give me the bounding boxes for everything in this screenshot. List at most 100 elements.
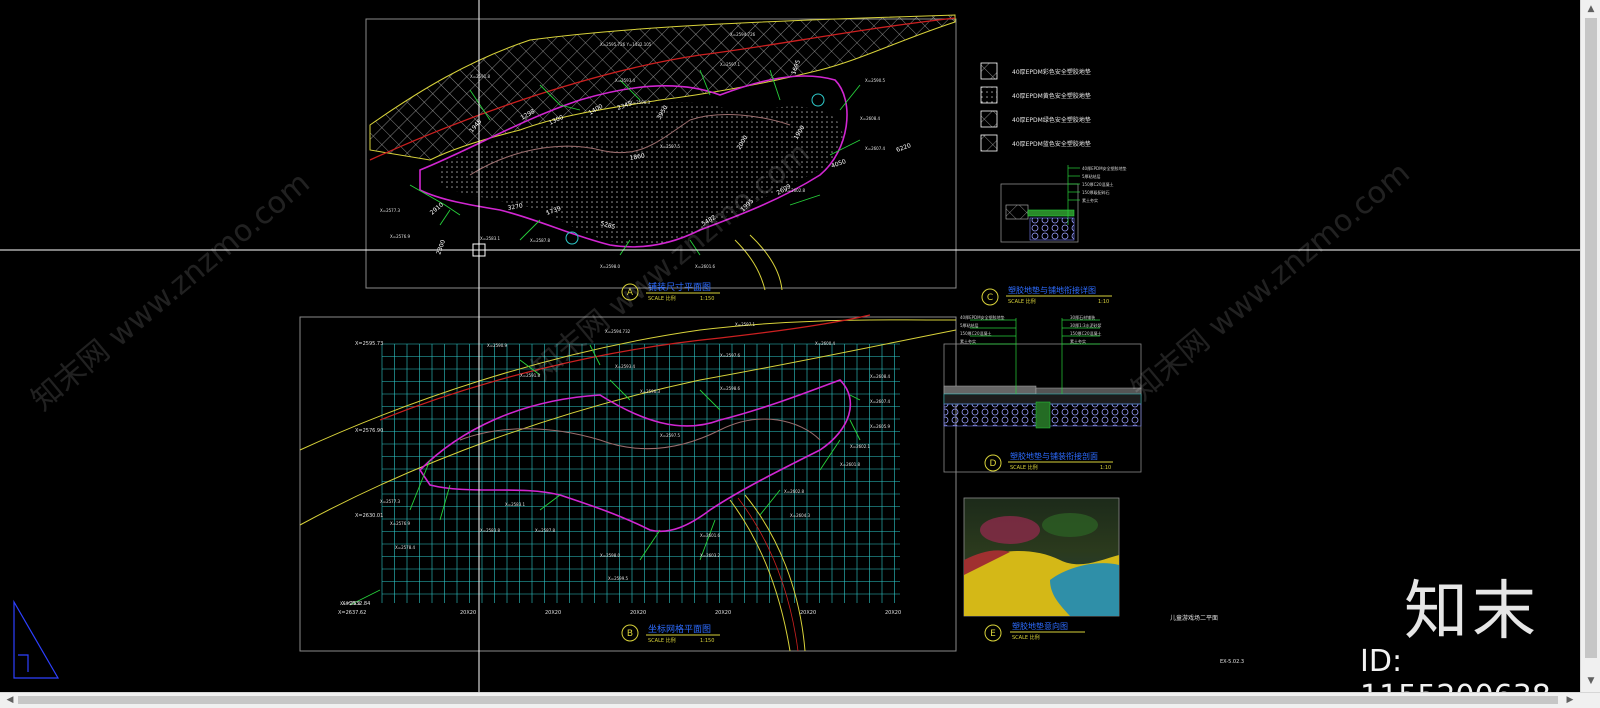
detail-d-badge: D <box>990 459 997 469</box>
svg-text:X=2593.4: X=2593.4 <box>615 364 636 369</box>
svg-text:X=2605.9: X=2605.9 <box>870 424 891 429</box>
svg-text:X=2598.6: X=2598.6 <box>720 386 741 391</box>
svg-text:30厚1:3水泥砂浆: 30厚1:3水泥砂浆 <box>1070 322 1102 328</box>
plan-a-tiny-labels: X=2595.726 Y=1432.105 X=2594.726 X=2591.… <box>380 32 886 269</box>
svg-text:X=2587.8: X=2587.8 <box>535 528 556 533</box>
detail-c-title: 塑胶地垫与铺地衔接详图 <box>1008 285 1096 295</box>
plan-b-badge: B <box>627 629 633 639</box>
svg-text:X=2607.4: X=2607.4 <box>870 399 891 404</box>
svg-text:X=2583.1: X=2583.1 <box>480 236 501 241</box>
svg-text:X=2576.9: X=2576.9 <box>390 234 411 239</box>
plan-a-pad-outline <box>419 75 848 248</box>
plan-a-title-block: A 铺装尺寸平面图 SCALE 比例 1:150 <box>621 281 720 302</box>
image-id: ID: 1155200638 <box>1360 644 1551 692</box>
svg-text:X=2578.4: X=2578.4 <box>395 545 416 550</box>
svg-text:X=2596.3: X=2596.3 <box>630 100 651 105</box>
grid-coordinate-label: X=2630.01 <box>355 513 383 519</box>
plan-a-scale-label: SCALE 比例 <box>648 295 676 302</box>
horizontal-scroll-thumb[interactable] <box>18 696 1558 704</box>
svg-text:X=2591.8: X=2591.8 <box>470 74 491 79</box>
plan-a-walkway <box>734 234 783 291</box>
plan-a-edge-red <box>369 17 956 161</box>
svg-text:X=2601.6: X=2601.6 <box>695 264 716 269</box>
detail-c-scale-label: SCALE 比例 <box>1008 298 1036 305</box>
svg-text:X=2602.8: X=2602.8 <box>784 489 805 494</box>
plan-b-edge-yellow <box>299 319 957 451</box>
svg-text:X=2602.1: X=2602.1 <box>850 444 871 449</box>
grid-axis-label: 20X20 <box>715 610 731 616</box>
svg-text:素土夯实: 素土夯实 <box>1070 338 1086 344</box>
plan-b[interactable]: X=2594.732 X=2597.1 X=2590.9 X=2597.6 X=… <box>299 314 957 652</box>
legend-item: 40厚EPDM黄色安全塑胶地垫 <box>1012 92 1091 100</box>
svg-text:X=2597.1: X=2597.1 <box>720 62 741 67</box>
plan-a[interactable]: X=2595.726 Y=1432.105 X=2594.726 X=2591.… <box>365 14 957 302</box>
scroll-down-icon[interactable]: ▼ <box>1587 676 1595 686</box>
photo-e[interactable]: E 塑胶地垫意向图 SCALE 比例 <box>963 497 1120 642</box>
svg-text:X=2603.2: X=2603.2 <box>700 553 721 558</box>
legend-item: 40厚EPDM绿色安全塑胶地垫 <box>1012 116 1091 124</box>
dimension-label: 1860 <box>629 152 645 162</box>
cad-viewport[interactable]: X=2595.726 Y=1432.105 X=2594.726 X=2591.… <box>0 0 1580 692</box>
svg-text:X=2599.5: X=2599.5 <box>608 576 629 581</box>
svg-text:素土夯实: 素土夯实 <box>1082 197 1098 203</box>
svg-text:40厚EPDM安全塑胶地垫: 40厚EPDM安全塑胶地垫 <box>1082 165 1127 171</box>
dimension-label: 6220 <box>895 142 912 154</box>
svg-text:150厚C20混凝土: 150厚C20混凝土 <box>1070 330 1102 336</box>
dimension-label: 4050 <box>830 158 847 170</box>
crosshair-cursor <box>0 0 1580 692</box>
plan-a-title: 铺装尺寸平面图 <box>648 281 711 293</box>
plan-b-edge-red <box>379 314 871 421</box>
plan-a-badge: A <box>627 288 634 298</box>
svg-text:X=2587.8: X=2587.8 <box>530 238 551 243</box>
dimension-label: 1739 <box>545 205 562 217</box>
grid-coordinate-label: X=2595.73 <box>355 341 383 347</box>
svg-text:X=2608.4: X=2608.4 <box>870 374 891 379</box>
grid-coordinate-label: X=2576.90 <box>355 428 383 434</box>
svg-text:150厚C20混凝土: 150厚C20混凝土 <box>960 330 992 336</box>
svg-text:X=2598.0: X=2598.0 <box>600 264 621 269</box>
scroll-left-icon[interactable]: ◀ <box>6 695 14 705</box>
svg-text:5厚粘结层: 5厚粘结层 <box>1082 173 1101 179</box>
plan-a-frame <box>365 18 957 289</box>
detail-d[interactable]: 40厚EPDM安全塑胶地垫 5厚粘结层 150厚C20混凝土 素土夯实 30厚石… <box>943 314 1142 473</box>
legend-item: 40厚EPDM蓝色安全塑胶地垫 <box>1012 140 1091 148</box>
plan-a-marker <box>565 231 579 245</box>
ucs-icon <box>13 599 60 679</box>
dimension-label: 2345 <box>616 100 633 112</box>
svg-text:X=2598.0: X=2598.0 <box>600 553 621 558</box>
plan-b-grid <box>381 343 900 603</box>
svg-text:150厚级配碎石: 150厚级配碎石 <box>1082 189 1110 195</box>
svg-text:X=2577.3: X=2577.3 <box>380 499 401 504</box>
vertical-scrollbar[interactable]: ▲ ▼ <box>1580 0 1600 692</box>
svg-text:X=2576.3: X=2576.3 <box>340 601 361 606</box>
horizontal-scrollbar[interactable]: ◀ ▶ <box>0 692 1600 708</box>
vertical-scroll-thumb[interactable] <box>1585 18 1597 658</box>
detail-c[interactable]: 40厚EPDM安全塑胶地垫 5厚粘结层 150厚C20混凝土 150厚级配碎石 … <box>981 165 1127 306</box>
plan-b-scale-label: SCALE 比例 <box>648 637 676 644</box>
svg-text:X=2607.4: X=2607.4 <box>865 146 886 151</box>
plan-b-frame <box>299 316 957 652</box>
photo-e-badge: E <box>990 629 996 639</box>
plan-a-badge-circle <box>621 283 639 301</box>
sheet-number: EX-5.02.3 <box>1220 659 1244 665</box>
svg-text:X=2600.4: X=2600.4 <box>815 341 836 346</box>
grid-axis-label: 20X20 <box>800 610 816 616</box>
svg-text:40厚EPDM安全塑胶地垫: 40厚EPDM安全塑胶地垫 <box>960 314 1005 320</box>
svg-text:X=2608.4: X=2608.4 <box>860 116 881 121</box>
detail-c-badge: C <box>987 293 993 303</box>
dimension-label: 2300 <box>435 239 447 256</box>
plan-b-edge-yellow-2 <box>299 329 957 526</box>
detail-c-scale: 1:10 <box>1098 299 1109 305</box>
scroll-up-icon[interactable]: ▲ <box>1587 4 1595 14</box>
dimension-label: 5285 <box>599 220 616 231</box>
plan-b-title: 坐标网格平面图 <box>648 623 711 635</box>
plan-b-title-block: B 坐标网格平面图 SCALE 比例 1:150 <box>621 623 720 644</box>
scroll-right-icon[interactable]: ▶ <box>1566 695 1574 705</box>
plan-a-pad <box>440 102 843 245</box>
svg-text:X=2604.3: X=2604.3 <box>790 513 811 518</box>
svg-text:X=2591.8: X=2591.8 <box>520 373 541 378</box>
brand-logo: 知末 <box>1404 575 1540 649</box>
svg-text:X=2576.9: X=2576.9 <box>390 521 411 526</box>
dimension-label: 3270 <box>507 202 523 212</box>
